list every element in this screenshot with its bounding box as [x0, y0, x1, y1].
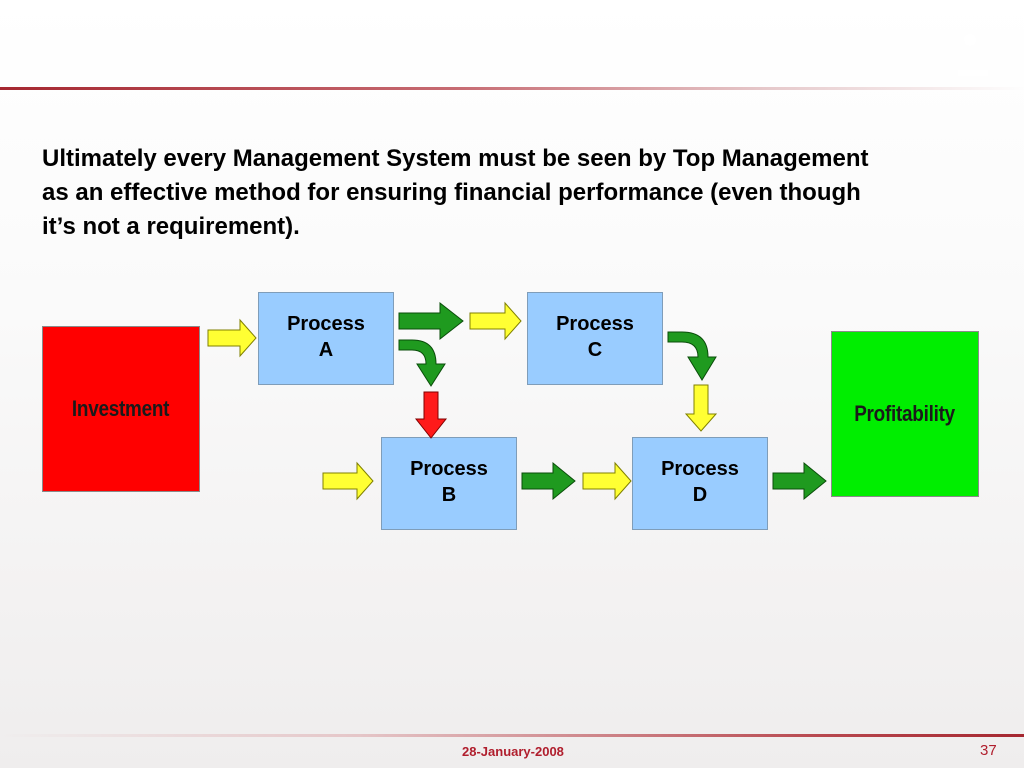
process-c-title: Process	[556, 313, 634, 335]
green-arrow-to-profitability	[772, 461, 827, 501]
investment-box: Investment	[42, 326, 200, 492]
yellow-arrow-to-process-a	[207, 318, 257, 358]
process-c-letter: C	[587, 339, 603, 361]
process-c-box: Process C	[527, 292, 663, 385]
process-d-box: Process D	[632, 437, 768, 530]
investment-label: Investment	[72, 396, 170, 421]
process-b-title: Process	[410, 458, 488, 480]
green-curved-arrow-c-to-d	[667, 331, 717, 381]
process-b-box: Process B	[381, 437, 517, 530]
process-a-box: Process A	[258, 292, 394, 385]
green-arrow-from-process-b	[521, 461, 576, 501]
profitability-label: Profitability	[854, 401, 956, 426]
company-logo-icon	[958, 34, 988, 76]
yellow-arrow-to-process-d	[582, 461, 632, 501]
process-a-letter: A	[318, 339, 334, 361]
footer-date: 28-January-2008	[462, 744, 564, 759]
yellow-arrow-down-to-process-d	[684, 384, 718, 432]
process-d-letter: D	[692, 484, 708, 506]
process-b-letter: B	[441, 484, 457, 506]
process-a-title: Process	[287, 313, 365, 335]
yellow-arrow-to-process-c	[469, 301, 522, 341]
slide-headline: Ultimately every Management System must …	[42, 145, 869, 240]
footer-rule	[0, 734, 1024, 737]
green-arrow-from-process-a	[398, 301, 464, 341]
page-number: 37	[980, 742, 997, 759]
green-curved-arrow-a-to-b	[398, 339, 446, 387]
process-d-title: Process	[661, 458, 739, 480]
red-arrow-down-to-process-b	[414, 391, 448, 439]
header-rule	[0, 87, 1024, 90]
profitability-box: Profitability	[831, 331, 979, 497]
yellow-arrow-to-process-b	[322, 461, 374, 501]
